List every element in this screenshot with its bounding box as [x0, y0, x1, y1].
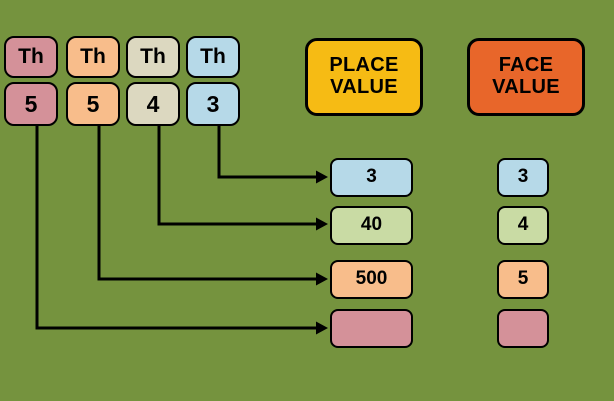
place-value-header[interactable]: PLACE VALUE	[305, 38, 423, 116]
connector-ones-blank	[35, 126, 328, 335]
face-value-header-line2: VALUE	[492, 76, 560, 98]
face-value-box-2[interactable]: 4	[497, 206, 549, 245]
place-value-box-1[interactable]: 3	[330, 158, 413, 197]
digit-text: 3	[206, 90, 220, 117]
digit-box-3[interactable]: 4	[126, 82, 180, 126]
place-label-text: Th	[200, 44, 226, 68]
place-value-box-2[interactable]: 40	[330, 206, 413, 245]
place-value-text: 500	[355, 268, 388, 290]
place-label-box-3[interactable]: Th	[126, 36, 180, 78]
digit-box-4[interactable]: 3	[186, 82, 240, 126]
place-value-text: 3	[366, 166, 377, 188]
place-value-header-line1: PLACE	[329, 54, 399, 77]
place-label-box-2[interactable]: Th	[66, 36, 120, 78]
face-value-text: 4	[517, 214, 529, 236]
place-label-text: Th	[18, 44, 44, 68]
face-value-header-line1: FACE	[498, 54, 554, 77]
place-label-text: Th	[140, 44, 166, 68]
place-value-box-4[interactable]	[330, 309, 413, 348]
digit-text: 4	[146, 90, 160, 117]
connector-tens-500	[97, 126, 328, 286]
digit-box-2[interactable]: 5	[66, 82, 120, 126]
face-value-text: 5	[517, 268, 529, 290]
place-value-header-line2: VALUE	[330, 76, 398, 98]
place-label-box-4[interactable]: Th	[186, 36, 240, 78]
place-value-box-3[interactable]: 500	[330, 260, 413, 299]
connector-thousands-3	[217, 126, 328, 184]
digit-box-1[interactable]: 5	[4, 82, 58, 126]
place-label-box-1[interactable]: Th	[4, 36, 58, 78]
face-value-box-3[interactable]: 5	[497, 260, 549, 299]
digit-text: 5	[24, 90, 38, 117]
face-value-box-1[interactable]: 3	[497, 158, 549, 197]
place-value-text: 40	[360, 214, 383, 236]
connector-hundreds-40	[157, 126, 328, 231]
face-value-box-4[interactable]	[497, 309, 549, 348]
digit-text: 5	[86, 90, 100, 117]
place-label-text: Th	[80, 44, 106, 68]
face-value-header[interactable]: FACE VALUE	[467, 38, 585, 116]
face-value-text: 3	[517, 166, 529, 188]
